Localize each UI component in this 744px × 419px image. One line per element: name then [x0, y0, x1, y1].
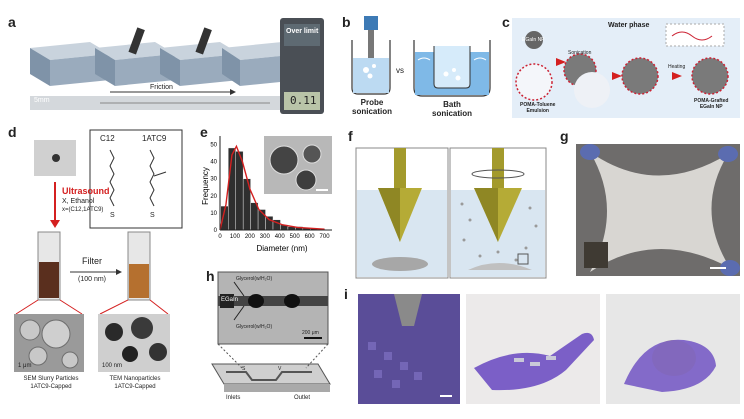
scale-100nm: 100 nm [102, 363, 123, 369]
filter-size-label: (100 nm) [78, 276, 107, 283]
s2-label: S [150, 212, 155, 219]
histogram-chart: 0 100 200 300 400 500 600 700 0 10 20 30 40 50 Diamet… [201, 136, 332, 253]
x-tick-label: 700 [320, 234, 331, 240]
sonication-label: Sonication [568, 50, 592, 56]
sem-caption: SEM Slurry Particles 1ATC9-Capped [14, 375, 88, 391]
vs-label: vs [396, 66, 404, 75]
y-axis-label: Frequency [201, 167, 210, 205]
fit-curve [219, 144, 325, 231]
panel-h-label: h [206, 268, 215, 284]
panel-e: e 0 100 200 300 400 500 600 700 0 10 20 30 40 50 Diam… [190, 124, 340, 254]
histogram-bar [235, 151, 244, 231]
x-tick-label: 0 [218, 234, 222, 240]
panel-d: d C12 1ATC9 S [0, 124, 200, 419]
panel-c: c Water phase EGaIn NP Sonication Heatin… [500, 0, 744, 120]
glycerol-top: Glycerol(w/H₂O) [236, 276, 273, 282]
sem-caption-line2: 1ATC9-Capped [30, 384, 72, 390]
panel-g: g [560, 124, 744, 284]
egain-np-label: EGaIn NP [522, 37, 545, 43]
s1-label: S [110, 212, 115, 219]
panel-h: h Glycerol(w/H₂O) Glycerol(w/H₂O) EGaIn … [196, 268, 336, 419]
heating-label: Heating [668, 64, 686, 70]
y-tick-label: 50 [210, 143, 217, 149]
grafted-label-line1: POMA-Grafted [694, 98, 729, 104]
probe-label-line1: Probe [360, 98, 384, 107]
panel-c-illustration [512, 18, 740, 118]
scale-1um: 1 μm [18, 363, 32, 369]
tem-caption: TEM Nanoparticles 1ATC9-Capped [98, 375, 172, 391]
x-tick-label: 100 [230, 234, 241, 240]
c12-label: C12 [100, 134, 115, 143]
y-tick-label: 30 [210, 177, 217, 183]
y-tick-label: 20 [210, 194, 217, 200]
panel-c-label: c [502, 14, 510, 30]
panel-h-illustration [211, 271, 331, 392]
emulsion-label-line2: Emulsion [526, 108, 549, 114]
panel-i: i [344, 286, 744, 419]
panel-g-photo [576, 144, 740, 276]
panel-b: b Probe sonication vs Bath sonication [338, 0, 498, 120]
outlet-label: Outlet [294, 395, 311, 401]
panel-a: a [0, 0, 330, 120]
sem-caption-line1: SEM Slurry Particles [23, 376, 79, 382]
panel-i-photos [358, 294, 740, 404]
bath-label: Bath sonication [432, 100, 472, 118]
y-tick-label: 40 [210, 160, 217, 166]
egain-label: EGaIn [221, 297, 239, 303]
x-axis-label: Diameter (nm) [256, 244, 307, 253]
scale-5mm: 5mm [34, 97, 50, 104]
x-eq-label: x=(C12,1ATC9) [62, 207, 104, 213]
panel-f-label: f [348, 128, 353, 144]
panel-d-label: d [8, 124, 17, 140]
filter-label: Filter [82, 256, 102, 266]
meter-reading: 0.11 [290, 94, 317, 107]
ultrasound-label: Ultrasound [62, 186, 110, 196]
probe-label-line2: sonication [352, 107, 393, 116]
emulsion-label: POMA-Toluene Emulsion [520, 102, 555, 114]
x-tick-label: 500 [290, 234, 301, 240]
x-tick-label: 400 [275, 234, 286, 240]
grafted-label: POMA-Grafted EGaIn NP [694, 98, 728, 110]
panel-e-label: e [200, 124, 208, 140]
chip-s-label: S [242, 366, 246, 372]
tem-caption-line2: 1ATC9-Capped [114, 384, 156, 390]
y-tick-label: 10 [210, 211, 217, 217]
x-tick-label: 200 [245, 234, 256, 240]
panel-f: f [348, 124, 558, 284]
block-2 [95, 27, 175, 86]
tem-caption-line1: TEM Nanoparticles [109, 376, 161, 382]
panel-i-label: i [344, 286, 348, 302]
atc9-label: 1ATC9 [142, 134, 167, 143]
panel-a-illustration [30, 18, 324, 114]
panel-b-illustration [351, 16, 491, 97]
bath-label-line2: sonication [432, 109, 473, 118]
water-phase-label: Water phase [608, 22, 650, 29]
bath-label-line1: Bath [443, 100, 461, 109]
panel-g-label: g [560, 128, 569, 144]
x-tick-label: 300 [260, 234, 271, 240]
over-limit-text: Over limit [286, 28, 319, 35]
y-tick-label: 0 [214, 228, 218, 234]
panel-a-label: a [8, 14, 16, 30]
histogram-bar [265, 216, 274, 231]
panel-b-label: b [342, 14, 351, 30]
glycerol-bottom: Glycerol(w/H₂O) [236, 324, 273, 330]
friction-label: Friction [150, 84, 173, 91]
panel-d-illustration [14, 129, 183, 372]
inlets-label: Inlets [226, 395, 241, 401]
x-ethanol-label: X, Ethanol [62, 198, 95, 205]
emulsion-label-line1: POMA-Toluene [520, 102, 556, 108]
chip-v-label: V [278, 366, 282, 372]
probe-label: Probe sonication [352, 98, 392, 116]
x-tick-label: 600 [305, 234, 316, 240]
panel-f-illustration [355, 147, 547, 279]
grafted-label-line2: EGaIn NP [699, 104, 723, 110]
scale-200um: 200 μm [302, 330, 319, 336]
